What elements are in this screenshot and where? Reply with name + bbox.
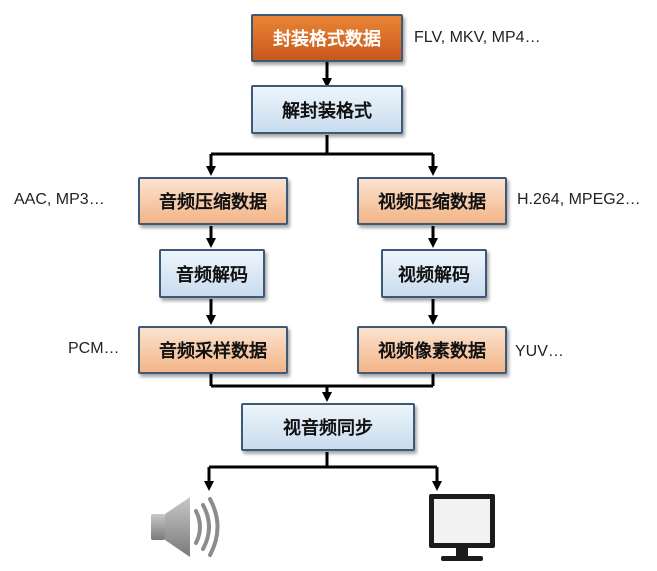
video-raw-box: 视频像素数据 bbox=[357, 326, 507, 374]
container-formats-label: FLV, MKV, MP4… bbox=[414, 29, 541, 46]
demux-box: 解封装格式 bbox=[251, 85, 403, 134]
monitor-icon bbox=[429, 494, 495, 561]
sync-box: 视音频同步 bbox=[241, 403, 415, 451]
video-decode-box: 视频解码 bbox=[381, 249, 487, 298]
speaker-icon bbox=[151, 497, 220, 557]
video-compressed-box: 视频压缩数据 bbox=[357, 177, 507, 225]
audio-codecs-label: AAC, MP3… bbox=[14, 191, 105, 208]
audio-raw-format-label: PCM… bbox=[68, 340, 120, 357]
audio-decode-box: 音频解码 bbox=[159, 249, 265, 298]
audio-compressed-box: 音频压缩数据 bbox=[138, 177, 288, 225]
container-format-box: 封装格式数据 bbox=[251, 14, 403, 62]
video-codecs-label: H.264, MPEG2… bbox=[517, 191, 641, 208]
video-raw-format-label: YUV… bbox=[515, 343, 564, 360]
audio-raw-box: 音频采样数据 bbox=[138, 326, 288, 374]
